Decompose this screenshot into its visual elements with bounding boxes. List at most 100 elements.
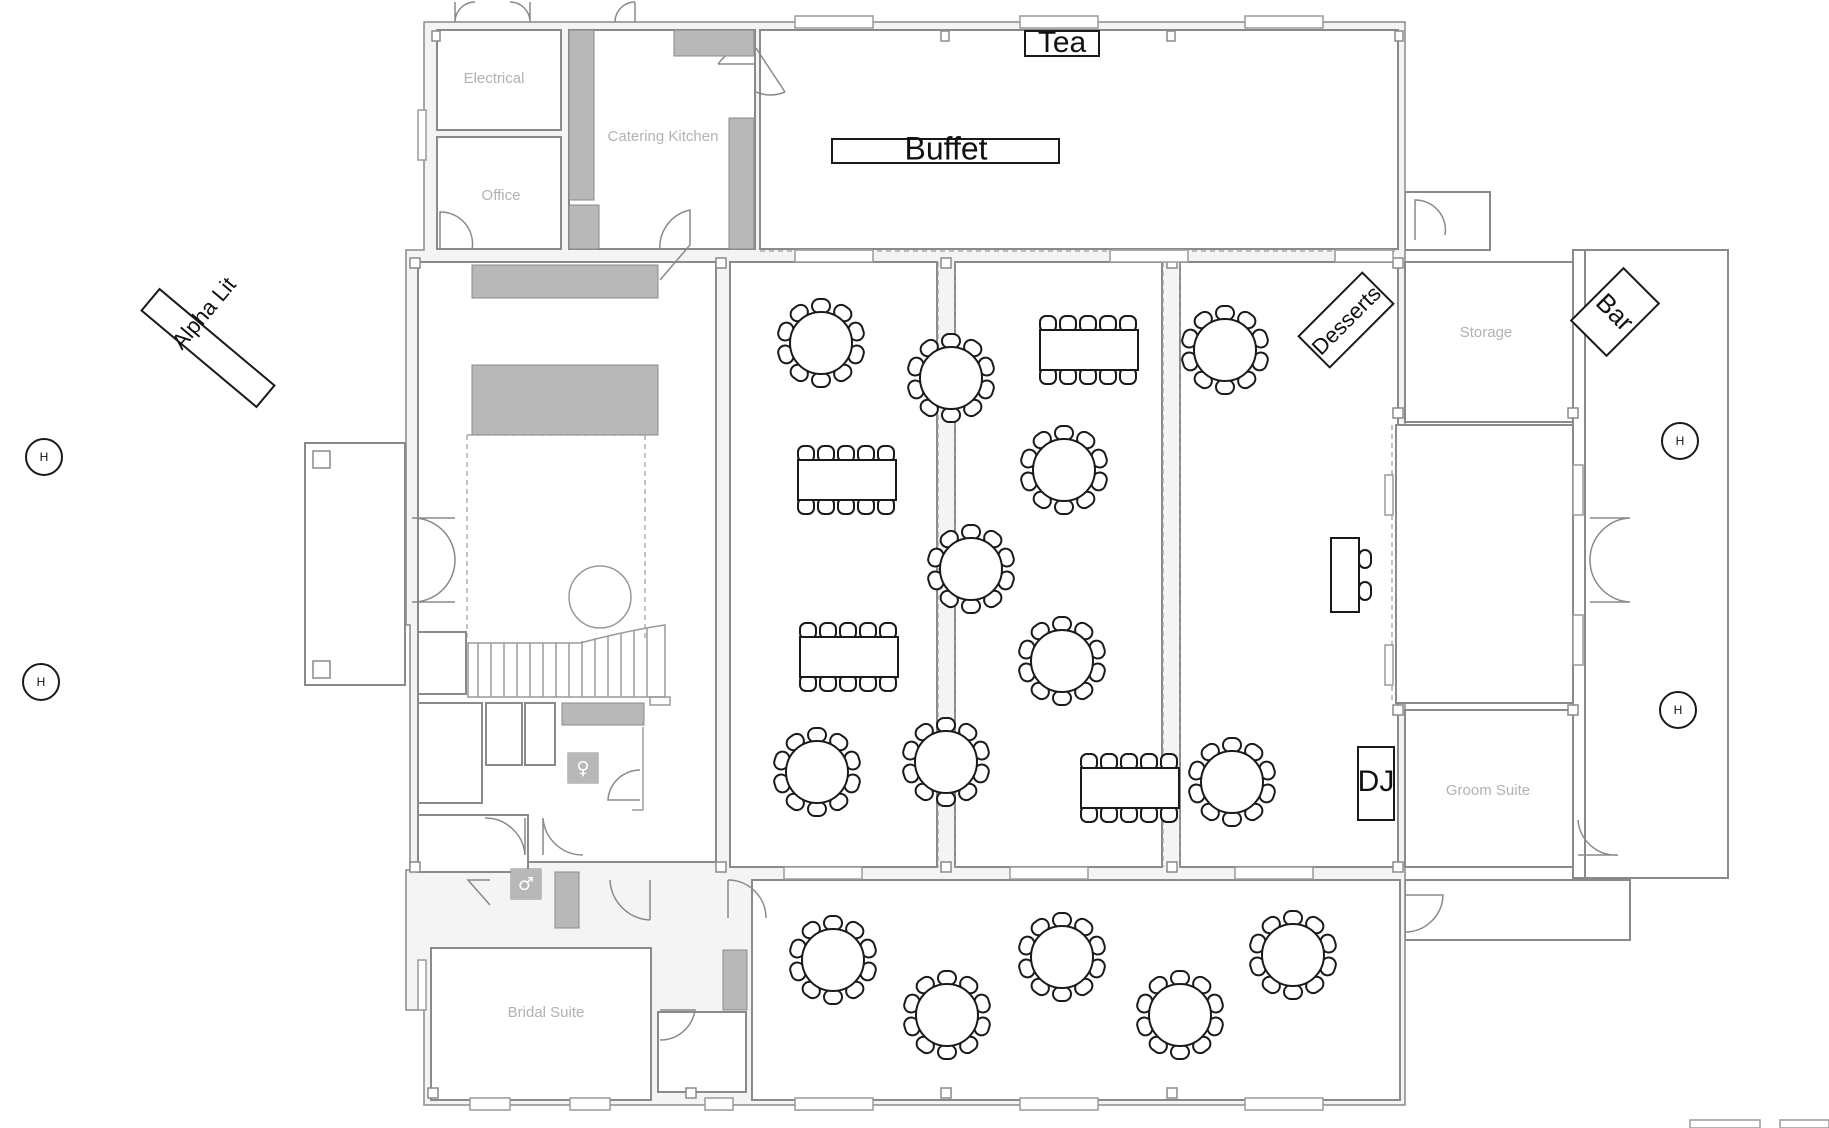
head-table: [1330, 537, 1372, 613]
chair: [1283, 984, 1303, 1000]
table-top: [799, 636, 899, 678]
chair: [1170, 970, 1190, 986]
chair: [937, 970, 957, 986]
long-table: [797, 445, 897, 515]
table-top: [785, 740, 849, 804]
table-top: [1080, 767, 1180, 809]
heater-marker: H: [1659, 691, 1697, 729]
round-table: [1181, 305, 1269, 395]
chair: [1052, 986, 1072, 1002]
chair: [823, 915, 843, 931]
chair: [807, 801, 827, 817]
table-top: [915, 983, 979, 1047]
chair: [937, 1044, 957, 1060]
chair: [961, 598, 981, 614]
chair: [1222, 811, 1242, 827]
svg-text:H: H: [40, 450, 49, 464]
room-electrical: Electrical: [464, 70, 525, 87]
svg-text:H: H: [37, 675, 46, 689]
chair: [1052, 690, 1072, 706]
long-table: [799, 622, 899, 692]
station-tea: Tea: [1024, 26, 1100, 59]
station-dj: DJ: [1357, 746, 1395, 821]
table-top: [1032, 438, 1096, 502]
heaters: H H H H: [22, 422, 1699, 729]
round-table: [1018, 616, 1106, 706]
room-catering-kitchen: Catering Kitchen: [608, 128, 719, 145]
table-top: [1030, 925, 1094, 989]
kitchen-fixtures: [471, 29, 755, 1011]
restroom-signs: ♀ ♂: [511, 753, 598, 899]
chair: [807, 727, 827, 743]
chair: [941, 407, 961, 423]
chair: [941, 333, 961, 349]
round-table: [1020, 425, 1108, 515]
windows: [417, 15, 1829, 1128]
table-top: [1039, 329, 1139, 371]
round-table: [907, 333, 995, 423]
chair: [936, 717, 956, 733]
building-walls: [304, 21, 1729, 1106]
round-table: [1188, 737, 1276, 827]
table-top: [1200, 750, 1264, 814]
chair: [1283, 910, 1303, 926]
table-top: [1193, 318, 1257, 382]
staircase: [467, 624, 671, 706]
men-restroom-icon: [511, 869, 541, 899]
round-table: [777, 298, 865, 388]
chair: [1054, 425, 1074, 441]
women-restroom-icon: [568, 753, 598, 783]
table-top: [1261, 923, 1325, 987]
chair: [811, 298, 831, 314]
round-table: [1018, 912, 1106, 1002]
round-table: [903, 970, 991, 1060]
round-table: [773, 727, 861, 817]
seating-layout: [773, 298, 1337, 1060]
chair: [1052, 912, 1072, 928]
room-labels: Electrical Catering Kitchen Office Stora…: [464, 70, 1531, 1021]
man-glyph: ♂: [518, 874, 534, 895]
tea-label: Tea: [1038, 26, 1087, 59]
heater-marker: H: [25, 438, 63, 476]
chair: [811, 372, 831, 388]
chair: [1170, 1044, 1190, 1060]
station-buffet: Buffet: [831, 130, 1060, 166]
svg-text:H: H: [1676, 434, 1685, 448]
table-top: [797, 459, 897, 501]
room-office: Office: [482, 187, 521, 204]
table-top: [1148, 983, 1212, 1047]
round-table: [927, 524, 1015, 614]
chair: [1215, 305, 1235, 321]
table-top: [789, 311, 853, 375]
round-table: [1249, 910, 1337, 1000]
table-top: [914, 730, 978, 794]
chair: [961, 524, 981, 540]
round-table: [1136, 970, 1224, 1060]
room-storage: Storage: [1460, 324, 1513, 341]
station-bar: Bar: [1569, 266, 1661, 358]
chair: [1222, 737, 1242, 753]
table-top: [939, 537, 1003, 601]
table-top: [1030, 629, 1094, 693]
room-bridal-suite: Bridal Suite: [508, 1004, 585, 1021]
heater-marker: H: [1661, 422, 1699, 460]
svg-text:H: H: [1674, 703, 1683, 717]
station-alpha-lit: Alpha Lit: [140, 272, 276, 409]
room-groom-suite: Groom Suite: [1446, 782, 1530, 799]
table-top: [801, 928, 865, 992]
table-top: [919, 346, 983, 410]
round-table: [789, 915, 877, 1005]
buffet-label: Buffet: [904, 130, 987, 166]
heater-marker: H: [22, 663, 60, 701]
long-table: [1080, 753, 1180, 823]
dj-label: DJ: [1358, 765, 1395, 798]
round-table: [902, 717, 990, 807]
chair: [823, 989, 843, 1005]
chair: [936, 791, 956, 807]
chair: [1215, 379, 1235, 395]
long-table: [1039, 315, 1139, 385]
woman-glyph: ♀: [576, 758, 589, 779]
chair: [1052, 616, 1072, 632]
chair: [1054, 499, 1074, 515]
